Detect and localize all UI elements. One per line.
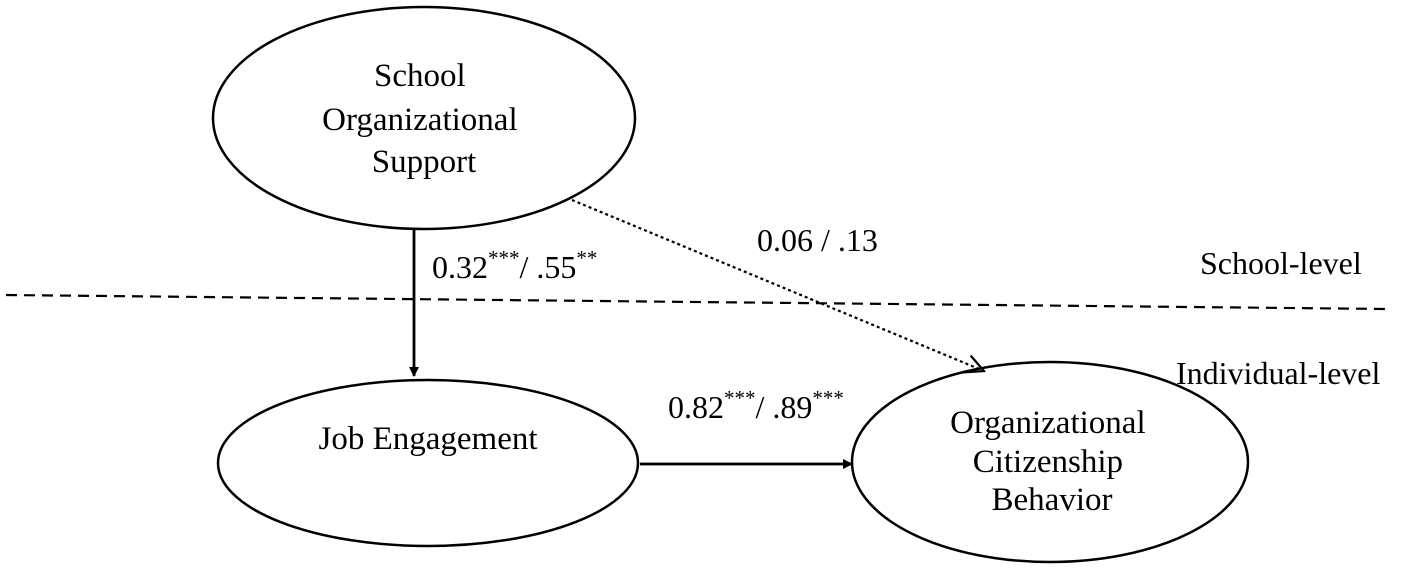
ocb-label: Organizational Citizenship Behavior [950, 405, 1154, 518]
school-level-label: School-level [1200, 245, 1362, 281]
arrow-support-to-ocb [571, 198, 984, 371]
school-support-label: School Organizational Support [322, 58, 526, 180]
individual-level-label: Individual-level [1176, 355, 1380, 391]
school-support-ellipse [211, 5, 637, 231]
level-divider [5, 293, 1389, 311]
job-engagement-label: Job Engagement [318, 421, 537, 457]
path-label-engagement-ocb: 0.82***/ .89*** [668, 386, 844, 425]
path-label-support-engagement: 0.32***/ .55** [432, 246, 597, 285]
job-engagement-ellipse [216, 378, 640, 548]
path-label-support-ocb: 0.06 / .13 [757, 222, 878, 258]
